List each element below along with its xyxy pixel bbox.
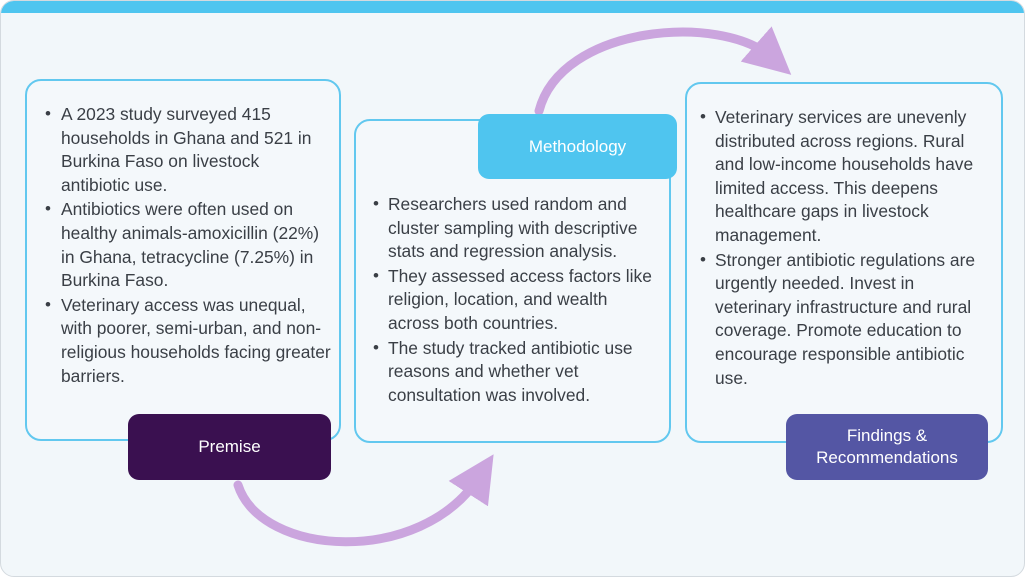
list-item: Stronger antibiotic regulations are urge… — [699, 248, 991, 391]
card-findings: Veterinary services are unevenly distrib… — [685, 82, 1003, 443]
arrow-premise-to-methodology — [233, 454, 494, 547]
badge-premise-label: Premise — [198, 437, 261, 456]
findings-bullet-list: Veterinary services are unevenly distrib… — [687, 84, 1001, 390]
premise-bullet-list: A 2023 study surveyed 415 households in … — [27, 81, 339, 388]
list-item: The study tracked antibiotic use reasons… — [372, 336, 663, 408]
list-item: Researchers used random and cluster samp… — [372, 192, 663, 264]
methodology-bullet-list: Researchers used random and cluster samp… — [356, 121, 669, 407]
badge-findings-label-line2: Recommendations — [816, 448, 958, 467]
badge-methodology[interactable]: Methodology — [478, 114, 677, 179]
badge-methodology-label: Methodology — [528, 136, 627, 156]
badge-findings[interactable]: Findings & Recommendations — [786, 414, 988, 480]
badge-findings-label: Findings & Recommendations — [816, 425, 958, 469]
list-item: Antibiotics were often used on healthy a… — [43, 197, 331, 292]
card-premise: A 2023 study surveyed 415 households in … — [25, 79, 341, 441]
list-item: Veterinary access was unequal, with poor… — [43, 293, 331, 388]
badge-findings-label-line1: Findings & — [846, 426, 928, 445]
badge-premise[interactable]: Premise — [128, 414, 331, 480]
list-item: A 2023 study surveyed 415 households in … — [43, 102, 331, 197]
list-item: They assessed access factors like religi… — [372, 264, 663, 336]
top-accent-bar — [1, 1, 1024, 13]
list-item: Veterinary services are unevenly distrib… — [699, 105, 991, 248]
